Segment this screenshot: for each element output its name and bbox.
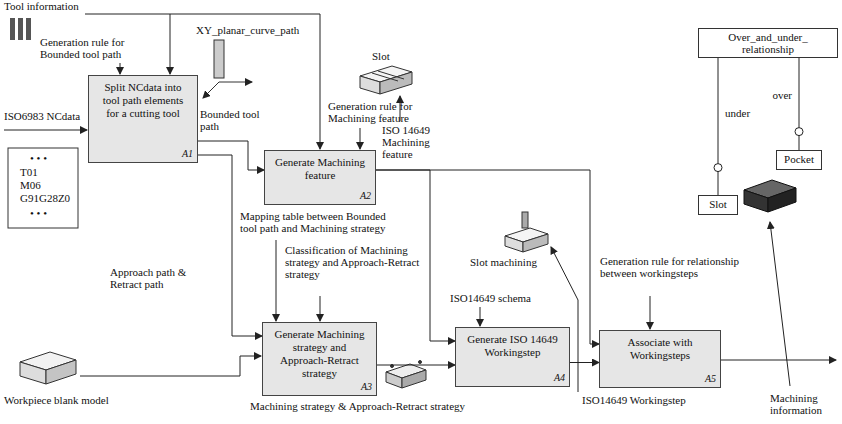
annotation-label: G91G28Z0 [20, 192, 80, 204]
association-end [795, 128, 803, 136]
flow-arrow [718, 58, 719, 195]
activity-number: A3 [361, 380, 372, 393]
activity-number: A2 [360, 189, 371, 202]
annotation-label: Approach path & Retract path [110, 266, 220, 290]
annotation-label: • • • [30, 152, 70, 164]
annotation-label: ISO14649 Workingstep [582, 394, 697, 406]
annotation-label: Tool information [4, 0, 124, 12]
box-text: Associate with Workingsteps [606, 336, 714, 362]
class-box: Over_and_under_ relationship [698, 28, 838, 58]
annotation-label: Workpiece blank model [4, 394, 144, 406]
annotation-label: M06 [20, 179, 70, 191]
process-box: Generate Machining strategy and Approach… [262, 322, 377, 396]
box-text: Pocket [781, 153, 817, 165]
annotation-label: Machining strategy & Approach-Retract st… [250, 400, 500, 412]
uml-part-icon [744, 180, 796, 212]
annotation-label: ISO 14649 Machining feature [382, 124, 454, 160]
annotation-label: Generation rule for Bounded tool path [40, 36, 158, 60]
class-box: Pocket [776, 150, 822, 170]
flow-arrow [799, 58, 800, 150]
box-text: Split NCdata into tool path elements for… [95, 81, 191, 120]
process-box: Associate with WorkingstepsA5 [599, 330, 721, 388]
box-text: Over_and_under_ relationship [703, 31, 833, 55]
annotation-label: Classification of Machining strategy and… [285, 244, 425, 280]
box-text: Slot [703, 198, 733, 210]
annotation-label: ISO6983 NCdata [4, 110, 88, 122]
annotation-label: • • • [30, 207, 70, 219]
box-text: Generate ISO 14649 Workingstep [462, 333, 563, 359]
association-end [714, 164, 722, 172]
annotation-label: Slot [372, 50, 412, 62]
slot-machining-icon [505, 212, 548, 252]
leader-lines [4, 14, 836, 392]
activity-number: A5 [705, 372, 716, 385]
edge-label: under [723, 107, 752, 119]
class-box: Slot [698, 195, 738, 215]
slot-feature-icon [360, 66, 412, 94]
annotation-label: ISO14649 schema [450, 292, 550, 304]
annotation-label: XY_planar_curve_path [196, 24, 326, 36]
flow-arrow [570, 362, 599, 363]
box-text: Generate Machining strategy and Approach… [269, 328, 370, 380]
flow-arrow [377, 365, 455, 366]
tool-icon [10, 18, 31, 40]
box-text: Generate Machining feature [271, 156, 369, 182]
xy-planar-icon [203, 40, 252, 98]
annotation-label: T01 [20, 166, 70, 178]
edge-label: over [770, 89, 794, 101]
annotation-label: Bounded tool path [200, 108, 260, 132]
process-box: Split NCdata into tool path elements for… [88, 75, 198, 163]
annotation-label: Slot machining [470, 256, 540, 268]
nc-sheet [8, 148, 78, 228]
annotation-label: Machining information [770, 392, 840, 416]
activity-number: A1 [182, 147, 193, 160]
process-box: Generate ISO 14649 WorkingstepA4 [455, 327, 570, 387]
process-box: Generate Machining featureA2 [264, 150, 376, 205]
activity-number: A4 [554, 371, 565, 384]
workpiece-icon [20, 352, 76, 384]
annotation-label: Generation rule for Machining feature [328, 100, 438, 124]
annotation-label: Generation rule for relationship between… [600, 255, 740, 279]
flow-arrow [198, 155, 262, 336]
annotation-label: Mapping table between Bounded tool path … [240, 210, 405, 234]
